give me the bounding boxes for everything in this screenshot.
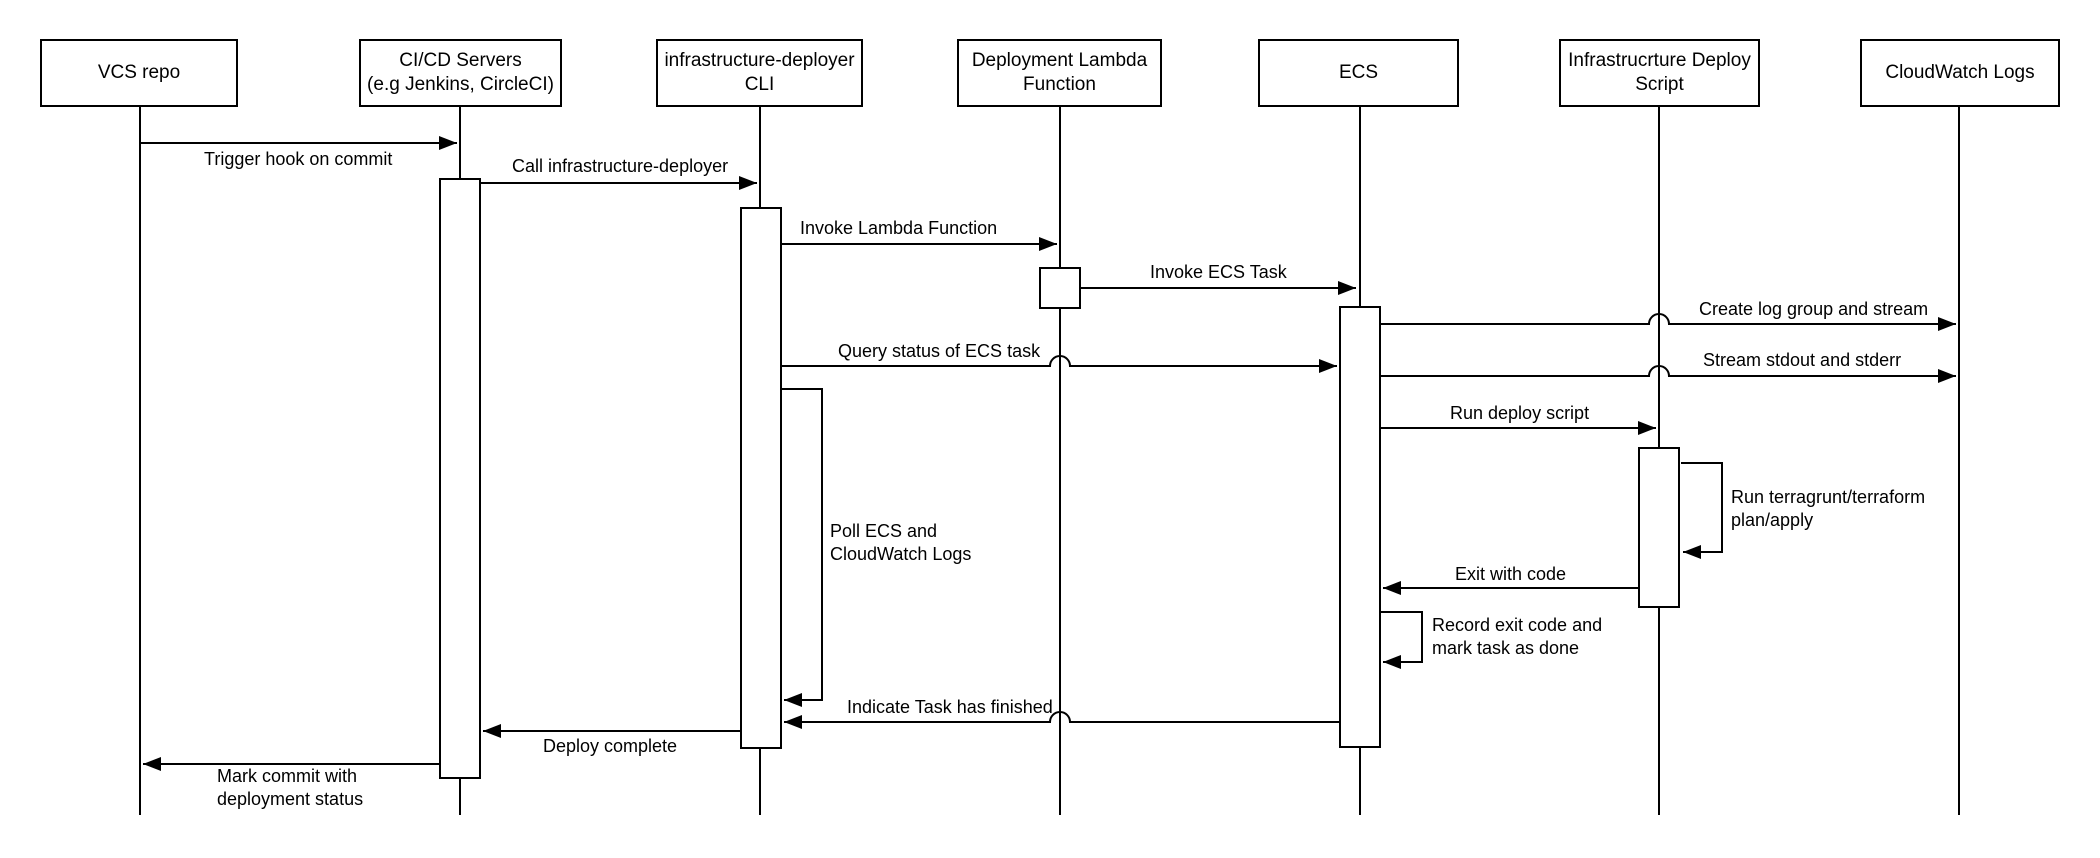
activation-infrastructure-deploy-script xyxy=(1638,447,1680,608)
actor-cicd-servers: CI/CD Servers (e.g Jenkins, CircleCI) xyxy=(359,39,562,107)
label-mark-commit-with-deployment-status: Mark commit with deployment status xyxy=(217,766,364,809)
activation-cicd-servers xyxy=(439,178,481,779)
label-run-deploy-script: Run deploy script xyxy=(1450,403,1590,423)
activation-bars xyxy=(439,178,1680,779)
label-stream-stdout-and-stderr: Stream stdout and stderr xyxy=(1703,350,1902,370)
label-poll-ecs-and-cloudwatch-logs: Poll ECS and CloudWatch Logs xyxy=(830,521,972,564)
label-exit-with-code: Exit with code xyxy=(1455,564,1567,584)
label-call-infrastructure-deployer: Call infrastructure-deployer xyxy=(512,156,729,176)
actor-ecs: ECS xyxy=(1258,39,1459,107)
actor-infrastructure-deployer-cli: infrastructure-deployer CLI xyxy=(656,39,863,107)
label-trigger-hook-on-commit: Trigger hook on commit xyxy=(204,149,393,169)
label-record-exit-code: Record exit code and mark task as done xyxy=(1432,615,1603,658)
actor-vcs-repo: VCS repo xyxy=(40,39,238,107)
label-indicate-task-has-finished: Indicate Task has finished xyxy=(847,697,1053,717)
arrow-run-terragrunt-terraform-self-loop xyxy=(1681,462,1723,559)
label-query-status-of-ecs-task: Query status of ECS task xyxy=(838,341,1041,361)
label-run-terragrunt-terraform: Run terragrunt/terraform plan/apply xyxy=(1731,487,1926,530)
arrow-record-exit-code-self-loop xyxy=(1381,611,1423,669)
arrow-indicate-task-has-finished xyxy=(784,711,1339,729)
activation-ecs xyxy=(1339,306,1381,748)
actor-cloudwatch-logs: CloudWatch Logs xyxy=(1860,39,2060,107)
activation-deployment-lambda-function xyxy=(1039,267,1081,309)
label-create-log-group-and-stream: Create log group and stream xyxy=(1699,299,1929,319)
message-arrows xyxy=(141,136,1956,771)
label-invoke-lambda-function: Invoke Lambda Function xyxy=(800,218,998,238)
label-invoke-ecs-task: Invoke ECS Task xyxy=(1150,262,1287,282)
label-deploy-complete: Deploy complete xyxy=(543,736,678,756)
actor-deployment-lambda-function: Deployment Lambda Function xyxy=(957,39,1162,107)
arrow-stream-stdout-and-stderr xyxy=(1381,365,1956,383)
actor-infrastructure-deploy-script: Infrastrucrture Deploy Script xyxy=(1559,39,1760,107)
arrow-create-log-group-and-stream xyxy=(1381,313,1956,331)
arrow-query-status-of-ecs-task xyxy=(782,355,1337,373)
activation-infrastructure-deployer-cli xyxy=(740,207,782,749)
arrow-poll-ecs-self-loop xyxy=(782,388,823,707)
